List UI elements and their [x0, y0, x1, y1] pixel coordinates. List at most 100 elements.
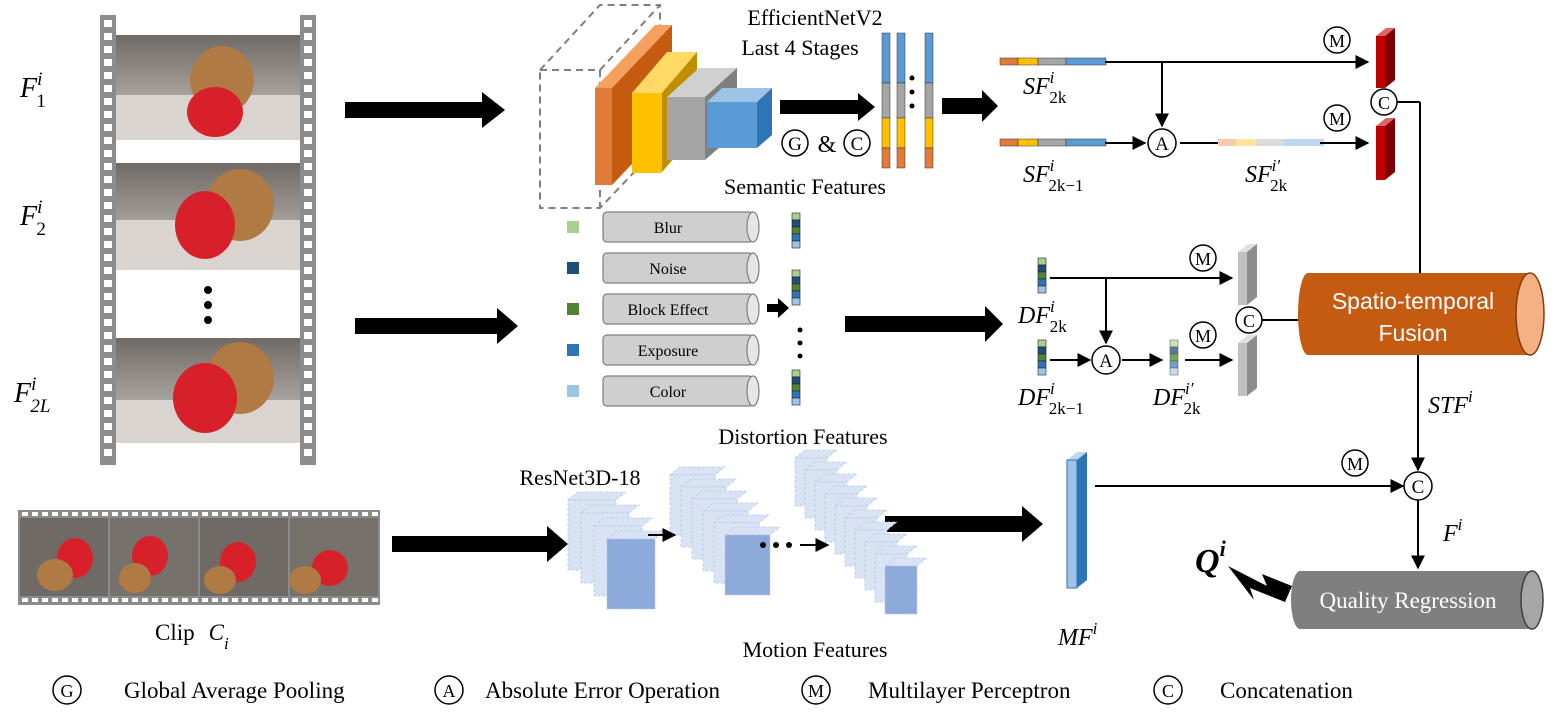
distortion-item-label: Exposure [638, 343, 698, 360]
distortion-vector-segment [791, 276, 801, 285]
film-perforation [104, 241, 112, 248]
svg-text:C: C [1378, 93, 1390, 113]
semantic-bar-segment [896, 32, 906, 84]
distortion-vector-segment [791, 383, 801, 392]
distortion-vector-segment [791, 297, 801, 306]
resnet-block-top [579, 504, 641, 514]
ellipsis-dot [797, 327, 803, 333]
clip-strip [18, 510, 380, 605]
distortion-item-label: Blur [654, 220, 683, 237]
distortion-vector-segment [791, 376, 801, 385]
semantic-vector-segment [1017, 138, 1039, 147]
film-perforation [304, 436, 312, 443]
clip-perforation [192, 512, 198, 516]
frame-image-2L [116, 338, 300, 443]
resnet-block-top [701, 502, 760, 512]
clip-perforation [152, 598, 158, 602]
film-perforation [104, 33, 112, 40]
clip-perforation [32, 598, 38, 602]
df-vector-segment [1037, 367, 1047, 376]
film-perforation [304, 293, 312, 300]
clip-perforation [52, 512, 58, 516]
film-perforation [104, 345, 112, 352]
clip-perforation [292, 512, 298, 516]
clip-perforation [222, 598, 228, 602]
resnet-block-top [592, 517, 654, 527]
distortion-item-cap [746, 375, 760, 407]
clip-perforation [262, 598, 268, 602]
gap-and-concat-symbols: G & C [781, 129, 871, 158]
distortion-item-label: Noise [649, 261, 686, 278]
film-perforation [104, 371, 112, 378]
resnet-block-top [883, 557, 929, 567]
absolute-error-node-semantic: A [1147, 128, 1177, 158]
film-perforation [304, 59, 312, 66]
backbone-title-efficientnet: EfficientNetV2 [747, 5, 882, 30]
film-perforation [104, 267, 112, 274]
clip-perforation [62, 598, 68, 602]
distortion-arrow [767, 298, 789, 318]
clip-perforation [262, 512, 268, 516]
distortion-vector-segment [791, 219, 801, 228]
film-perforation [104, 98, 112, 105]
clip-perforation [42, 512, 48, 516]
film-perforation [304, 280, 312, 287]
semantic-bar-segment [896, 147, 906, 169]
svg-text:G: G [788, 134, 802, 155]
distortion-vector-segment [791, 397, 801, 406]
df-vector-segment [1037, 339, 1047, 348]
legend-symbol-letter: G [61, 681, 74, 701]
semantic-vector-segment [1236, 139, 1256, 146]
film-perforation [104, 176, 112, 183]
legend-symbol-a [434, 675, 464, 705]
film-perforation [304, 98, 312, 105]
clip-perforation [192, 598, 198, 602]
semantic-vector-segment [999, 57, 1019, 66]
distortion-item-cap [746, 293, 760, 325]
clip-perforation [372, 512, 378, 516]
resnet-block-face [724, 534, 771, 596]
motion-backbone-title: ResNet3D-18 [520, 465, 641, 490]
df-vector-segment [1037, 285, 1047, 294]
film-perforation [104, 280, 112, 287]
semantic-bar-segment [881, 82, 891, 119]
film-perforation [304, 371, 312, 378]
df-vector-segment [1037, 346, 1047, 355]
film-perforation [104, 384, 112, 391]
legend-text: Absolute Error Operation [485, 678, 721, 703]
resnet-block-top [813, 473, 859, 483]
efficientnet-stages [539, 4, 772, 209]
clip-perforation [322, 512, 328, 516]
distortion-item-cap [746, 211, 760, 243]
distortion-vector-segment [791, 290, 801, 299]
clip-perforation [332, 598, 338, 602]
film-perforation [304, 189, 312, 196]
mlp-node-distortion-bottom: M [1189, 321, 1217, 349]
resnet-block-top [873, 545, 919, 555]
fusion-connectors [1095, 355, 1425, 570]
clip-perforation [172, 598, 178, 602]
clip-perforation [362, 512, 368, 516]
film-perforation [104, 306, 112, 313]
film-perforation [304, 254, 312, 261]
svg-text:M: M [1329, 31, 1345, 51]
motion-small-arrows [648, 528, 830, 552]
clip-perforation [212, 598, 218, 602]
df-vectors [1037, 257, 1179, 376]
distortion-item-cap [746, 334, 760, 366]
clip-perforation [372, 598, 378, 602]
clip-perforation [162, 512, 168, 516]
semantic-vector-segment [1017, 57, 1039, 66]
ellipsis-dot [204, 301, 212, 309]
film-perforation [104, 436, 112, 443]
film-perforation [104, 423, 112, 430]
df-vector-segment [1037, 353, 1047, 362]
df-prime-vector-segment [1169, 353, 1179, 362]
svg-text:M: M [1347, 454, 1363, 474]
